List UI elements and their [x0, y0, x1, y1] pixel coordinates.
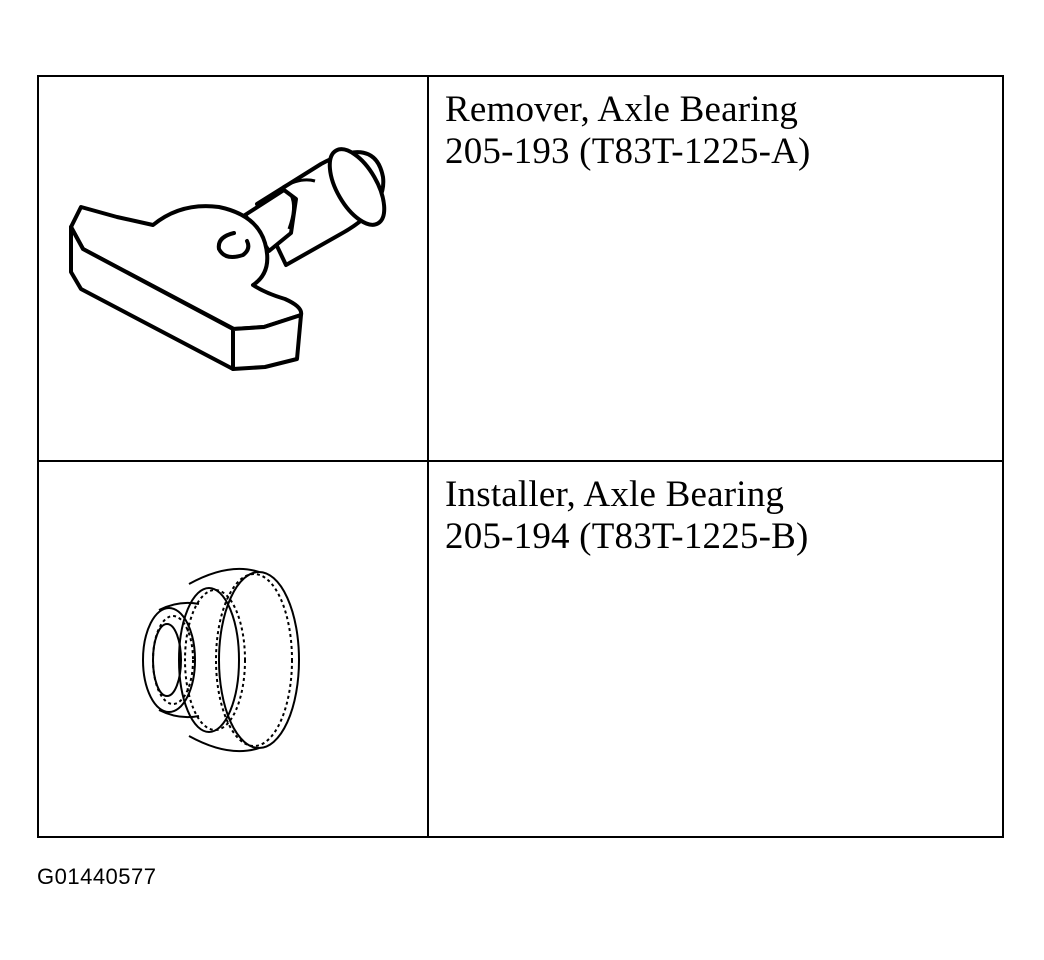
tool-name-remover: Remover, Axle Bearing: [445, 89, 799, 130]
axle-bearing-remover-illustration: [69, 147, 387, 371]
remover-hole: [216, 231, 251, 259]
installer-flange: [218, 571, 300, 749]
remover-shaft-end: [327, 147, 387, 227]
tool-image-cell: [39, 77, 429, 460]
remover-body-top: [69, 204, 304, 331]
installer-hub: [178, 587, 240, 733]
tool-image-cell: [39, 462, 429, 836]
tool-number-installer: 205-194 (T83T-1225-B): [445, 516, 809, 557]
installer-pilot: [142, 607, 196, 713]
tool-row-installer: Installer, Axle Bearing 205-194 (T83T-12…: [39, 462, 1002, 836]
tool-number-remover: 205-193 (T83T-1225-A): [445, 131, 811, 172]
tool-row-remover: Remover, Axle Bearing 205-193 (T83T-1225…: [39, 77, 1002, 462]
tool-description-cell: Installer, Axle Bearing 205-194 (T83T-12…: [429, 462, 1002, 836]
remover-end-face: [231, 313, 303, 371]
tool-name-installer: Installer, Axle Bearing: [445, 474, 785, 515]
axle-bearing-installer-illustration: [142, 567, 300, 753]
special-tools-table: Remover, Axle Bearing 205-193 (T83T-1225…: [37, 75, 1004, 838]
tool-description-cell: Remover, Axle Bearing 205-193 (T83T-1225…: [429, 77, 1002, 460]
installer-bore: [152, 623, 182, 697]
figure-code: G01440577: [37, 864, 157, 889]
